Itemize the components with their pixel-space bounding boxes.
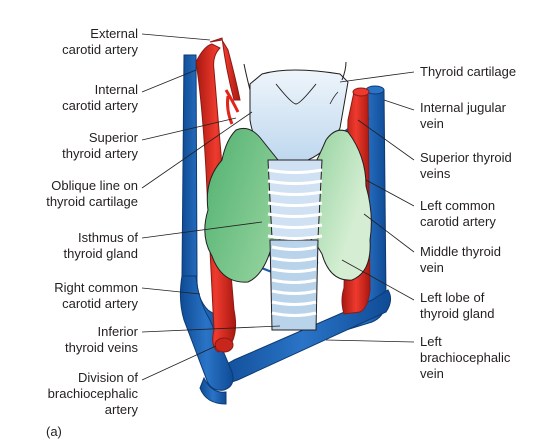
tracheal-ring bbox=[271, 245, 317, 251]
external-carotid-artery bbox=[209, 37, 241, 101]
label-thyroid-cartilage: Thyroid cartilage bbox=[420, 64, 517, 79]
trachea bbox=[267, 159, 323, 331]
tracheal-ring bbox=[271, 300, 317, 306]
tracheal-ring bbox=[271, 256, 317, 262]
right-brachiocephalic-vein bbox=[179, 275, 234, 405]
tracheal-ring bbox=[271, 267, 317, 273]
tracheal-ring bbox=[271, 289, 317, 295]
leader-lines bbox=[141, 33, 415, 381]
tracheal-ring bbox=[267, 234, 323, 240]
tracheal-ring bbox=[267, 168, 323, 174]
thyroid-cartilage bbox=[243, 61, 349, 167]
superior-thyroid-artery bbox=[224, 89, 240, 125]
tracheal-ring bbox=[267, 201, 323, 207]
tracheal-ring bbox=[267, 179, 323, 185]
figure-tag: (a) bbox=[46, 424, 62, 439]
tracheal-ring bbox=[267, 223, 323, 229]
tracheal-ring bbox=[267, 212, 323, 218]
tracheal-ring bbox=[271, 278, 317, 284]
tracheal-ring bbox=[271, 311, 317, 317]
tracheal-ring bbox=[267, 190, 323, 196]
